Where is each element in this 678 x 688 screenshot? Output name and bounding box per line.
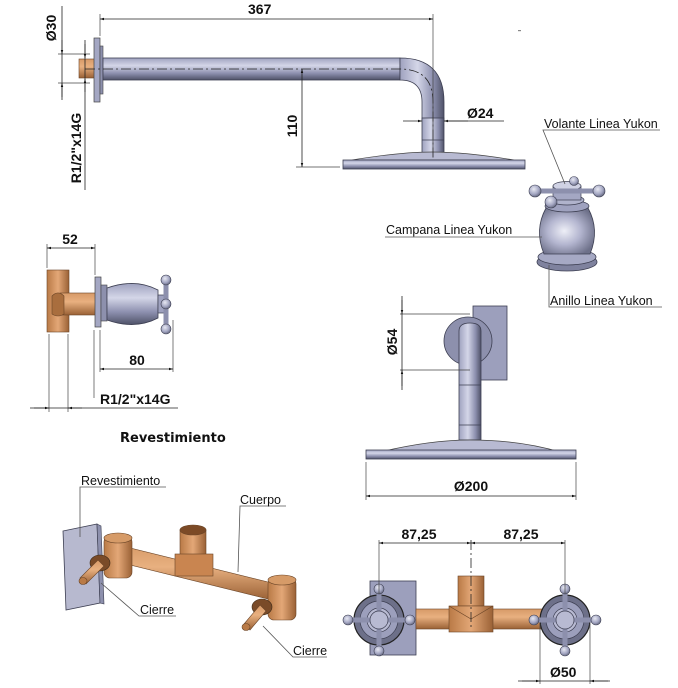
body-iso-view: Revestimiento Cuerpo Cierre Cierre bbox=[62, 474, 327, 658]
dim-spacing-left: 87,25 bbox=[401, 526, 436, 542]
dim-head-diameter: Ø200 bbox=[454, 478, 488, 494]
right-handle-front bbox=[528, 583, 602, 657]
handle-assembly-iso: Volante Linea Yukon Campana Linea Yukon … bbox=[385, 117, 662, 308]
dim-valve-depth: 52 bbox=[62, 231, 78, 247]
left-handle-front bbox=[342, 583, 416, 657]
callout-cuerpo: Cuerpo bbox=[240, 493, 281, 507]
dim-arm-length: 367 bbox=[248, 1, 272, 17]
dim-spacing-right: 87,25 bbox=[503, 526, 538, 542]
shower-front-view: Ø54 Ø200 bbox=[365, 296, 577, 500]
thread-spec-arm: R1/2"x14G bbox=[68, 113, 84, 184]
dim-arm-drop: 110 bbox=[284, 114, 300, 137]
campana-bell bbox=[539, 207, 595, 255]
arm-elbow bbox=[399, 57, 445, 121]
callout-cierre-left: Cierre bbox=[140, 603, 174, 617]
valve-side-view: 52 80 R1/2"x14G Revestimiento bbox=[30, 231, 226, 446]
callout-anillo: Anillo Linea Yukon bbox=[550, 294, 653, 308]
callout-revestimiento: Revestimiento bbox=[81, 474, 160, 488]
thread-spec-valve: R1/2"x14G bbox=[100, 391, 171, 407]
callout-cierre-right: Cierre bbox=[293, 644, 327, 658]
shower-arm-side-view: 367 110 Ø24 Ø30 R1/2"x14G bbox=[43, 1, 526, 190]
wall-flange bbox=[93, 37, 101, 103]
dim-handle-length: 80 bbox=[129, 352, 145, 368]
mixer-front-view: 87,25 87,25 Ø50 bbox=[342, 526, 610, 684]
shower-head-side bbox=[342, 159, 526, 170]
callout-volante: Volante Linea Yukon bbox=[544, 117, 658, 131]
section-title: Revestimiento bbox=[120, 431, 226, 446]
callout-campana: Campana Linea Yukon bbox=[386, 223, 512, 237]
dim-handle-diameter: Ø50 bbox=[550, 664, 577, 680]
dim-front-flange-diameter: Ø54 bbox=[384, 329, 400, 356]
dim-flange-diameter: Ø30 bbox=[43, 15, 59, 42]
dim-tube-diameter: Ø24 bbox=[467, 105, 494, 121]
valve-bell bbox=[106, 283, 159, 325]
shower-head-front bbox=[365, 449, 577, 460]
